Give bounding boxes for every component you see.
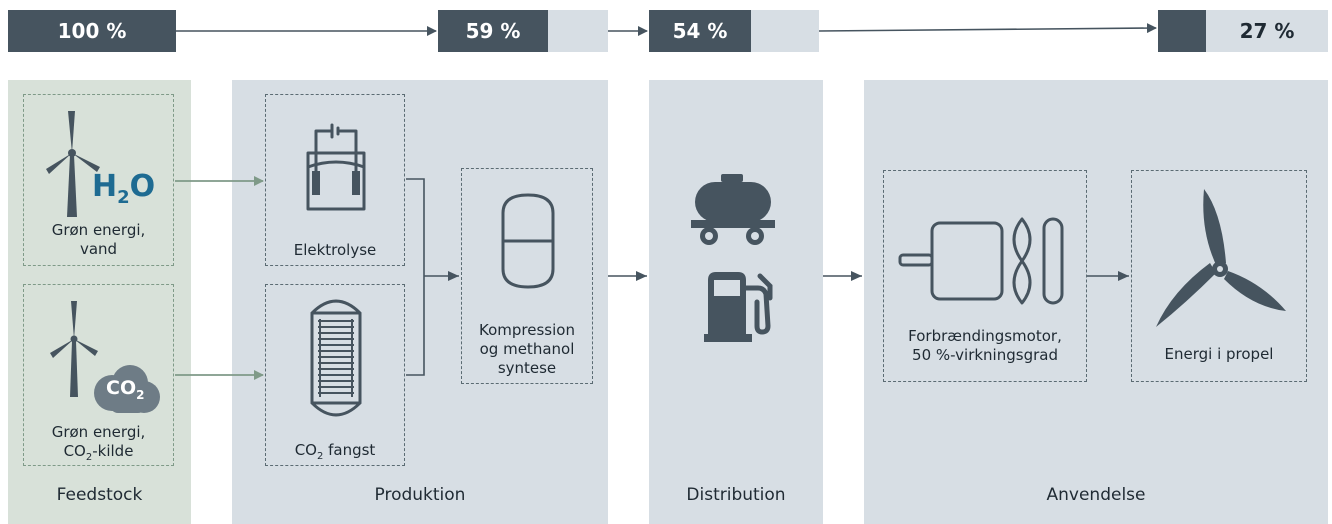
elektrolyse-box: Elektrolyse	[265, 94, 405, 266]
percent-loss-produktion	[548, 10, 608, 52]
co2-cloud-label: CO2	[106, 377, 145, 402]
elektrolyse-label: Elektrolyse	[293, 241, 377, 259]
stage-label-feedstock: Feedstock	[56, 485, 143, 505]
capture-column-icon	[310, 299, 362, 417]
tanker-truck-icon	[691, 174, 775, 245]
percent-bar-anvendelse: 27 %	[1158, 10, 1328, 52]
co2-fangst-box: CO2 fangst	[265, 284, 405, 466]
wind-turbine-icon	[50, 301, 98, 397]
propeller-icon	[1156, 189, 1286, 327]
h2o-icon: H2O	[92, 169, 156, 208]
kompression-box: Kompression og methanol syntese	[461, 168, 593, 384]
percent-bar-produktion: 59 %	[438, 10, 608, 52]
stage-produktion: Produktion	[232, 80, 608, 524]
feedstock-water-label: Grøn energi, vand	[51, 221, 146, 258]
percent-produktion: 59 %	[438, 10, 548, 52]
top-arrow-3	[818, 23, 1157, 34]
engine-icon	[898, 217, 1064, 305]
electrolysis-icon	[306, 123, 366, 211]
tank-icon	[501, 193, 555, 289]
wind-turbine-icon	[46, 111, 100, 217]
stage-feedstock: Feedstock	[8, 80, 191, 524]
percent-anvendelse-fill	[1158, 10, 1206, 52]
motor-box: Forbrændingsmotor, 50 %-virkningsgrad	[883, 170, 1087, 382]
feedstock-co2-box: CO2 Grøn energi, CO2-kilde	[23, 284, 174, 466]
propel-box: Energi i propel	[1131, 170, 1307, 382]
stage-anvendelse: Anvendelse	[864, 80, 1328, 524]
propel-label: Energi i propel	[1164, 345, 1274, 363]
percent-anvendelse: 27 %	[1206, 10, 1328, 52]
stage-label-anvendelse: Anvendelse	[1046, 485, 1146, 505]
percent-loss-distribution	[751, 10, 819, 52]
fuel-pump-icon	[704, 272, 773, 342]
co2-fangst-label: CO2 fangst	[294, 441, 376, 462]
motor-label: Forbrændingsmotor, 50 %-virkningsgrad	[908, 327, 1062, 364]
percent-bar-feedstock: 100 %	[8, 10, 176, 52]
percent-feedstock: 100 %	[8, 10, 176, 52]
stage-label-distribution: Distribution	[686, 485, 786, 505]
feedstock-water-box: H2O Grøn energi, vand	[23, 94, 174, 266]
percent-bar-distribution: 54 %	[649, 10, 819, 52]
feedstock-co2-label-line1: Grøn energi,	[51, 423, 146, 441]
co2-cloud-icon	[94, 365, 160, 413]
percent-distribution: 54 %	[649, 10, 751, 52]
top-flow-arrows	[176, 23, 1157, 36]
kompression-label: Kompression og methanol syntese	[479, 321, 575, 377]
feedstock-co2-label-line2: CO2-kilde	[63, 442, 134, 463]
arrow-merge	[406, 178, 425, 376]
stage-label-produktion: Produktion	[374, 485, 466, 505]
